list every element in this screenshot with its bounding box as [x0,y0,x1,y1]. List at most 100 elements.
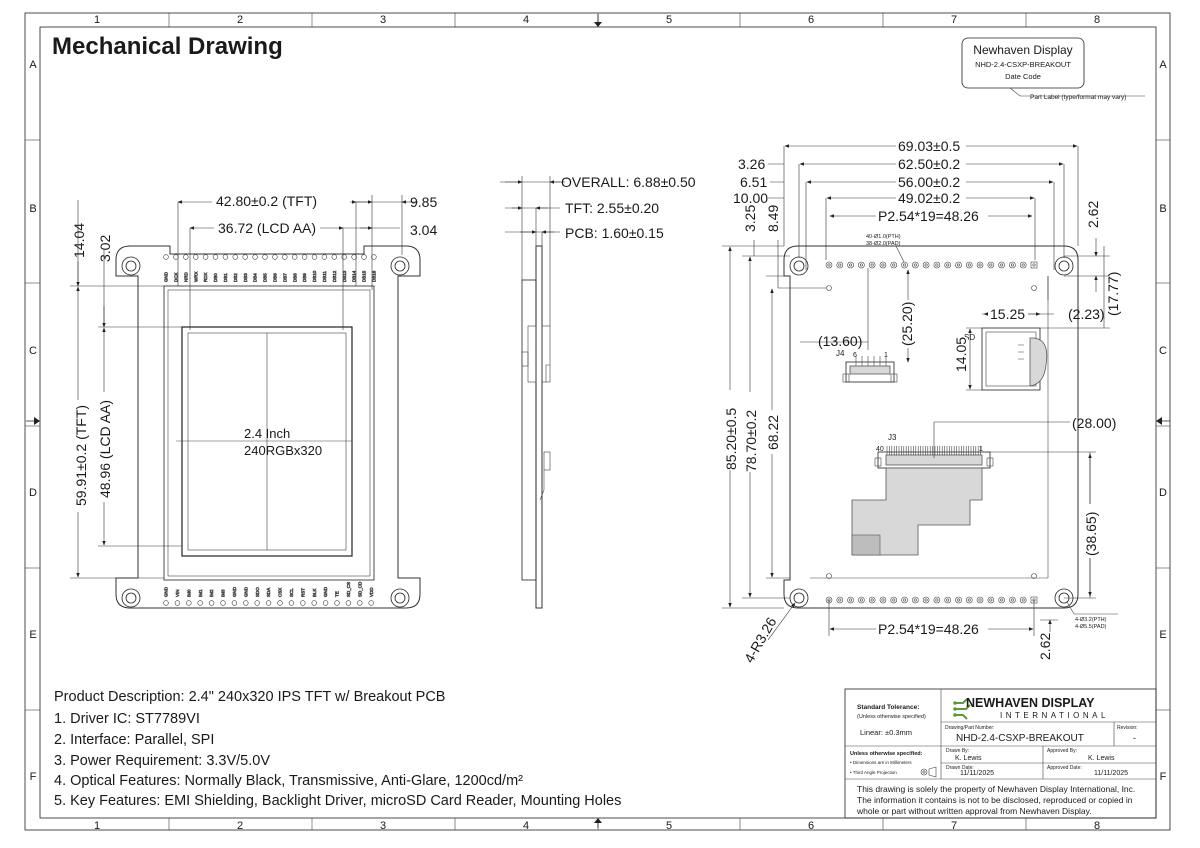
pin-label: VIN [175,589,180,597]
pin-hole [838,598,842,602]
pin-label: DB2 [233,273,238,282]
pin-label: DB6 [273,273,278,282]
pin-pad [345,600,352,606]
pin-pad [922,261,930,269]
projection-icon [920,766,937,778]
tb-drawing-number: NHD-2.4-CSXP-BREAKOUT [956,733,1084,744]
tb-drawn-by-label: Drawn By: [946,748,969,754]
pin-pad [357,600,363,606]
description-item: 3. Power Requirement: 3.3V/5.0V [54,753,270,769]
pin-pad [371,254,377,260]
pin-pad [265,600,272,606]
front-dim-tft-height: 59.91±0.2 (TFT) [73,405,89,506]
side-dim-tft: TFT: 2.55±0.20 [565,200,659,216]
pin-label: DB16 [372,270,377,282]
rear-dim-w4: 49.02±0.2 [898,190,960,206]
grid-row-label: C [29,345,37,357]
front-dim-left-2: 3.02 [97,235,113,262]
pin-pad [183,254,189,260]
grid-row-label: A [29,59,37,71]
rear-mount-note-2: 4-Ø5.5(PAD) [1075,624,1107,630]
pin-hole [935,263,939,267]
pin-hole [1010,263,1014,267]
side-dim-pcb: PCB: 1.60±0.15 [565,225,664,241]
grid-column-label: 3 [380,820,386,832]
pin-pad [836,261,844,269]
grid-column-label: 8 [1094,14,1100,26]
pin-label: DB4 [253,273,258,282]
pin-hole [1000,598,1004,602]
pin-label: IM3 [221,589,226,597]
pin-hole [913,598,917,602]
tb-revision: - [1133,733,1136,743]
part-label-number: NHD-2.4-CSXP-BREAKOUT [975,60,1071,69]
pin-pad [933,596,941,604]
pin-pad [208,600,215,606]
pin-pad [879,596,887,604]
product-description: Product Description: 2.4" 240x320 IPS TF… [54,689,621,809]
tb-note-mm: • Dimensions are in Millimeters [850,760,912,765]
grid-column-label: 5 [666,14,672,26]
pin-hole [924,598,928,602]
rear-hole-note-1: 40-Ø1.0(PTH) [866,234,901,240]
pin-pad [300,600,306,606]
rear-dim-b262: 2.62 [1037,633,1053,660]
pin-label: IM2 [209,589,214,597]
pin-pad [912,596,919,604]
pin-label: DB0 [213,273,218,282]
grid-column-label: 4 [523,820,529,832]
pin-pad [292,254,298,260]
pin-hole [978,598,982,602]
pin-hole [956,598,960,602]
pin-pad [1030,261,1038,269]
rear-dim-2520: (25.20) [899,302,915,346]
tb-drawn-by: K. Lewis [955,755,982,762]
pin-pad [163,254,169,260]
pin-pad [193,254,199,260]
pin-pad [301,254,308,260]
sheet-frame [24,12,1171,831]
tb-unless: (Unless otherwise specified) [857,714,926,720]
pin-pad [212,254,219,260]
pin-pad [987,261,995,269]
pin-hole [924,263,928,267]
grid-column-label: 3 [380,14,386,26]
rear-dim-1405: 14.05 [953,337,969,372]
j4-label: J4 [836,349,845,358]
part-label-brand: Newhaven Display [973,43,1072,57]
pin-pad [965,596,973,604]
rear-mount-note-1: 4-Ø3.2(PTH) [1075,617,1107,623]
pin-pad [252,254,258,260]
pin-pad [311,254,318,260]
tb-drawn-date-label: Drawn Date: [946,765,974,771]
description-heading: Product Description: 2.4" 240x320 IPS TF… [54,689,445,705]
pin-pad [197,600,203,606]
grid-row-label: D [29,487,37,499]
j3-label: J3 [888,433,897,442]
grid-column-label: 8 [1094,820,1100,832]
pin-pad [277,600,283,606]
tb-property-3: whole or part without written approval f… [856,806,1092,816]
pin-pad [858,261,865,269]
grid-row-label: D [1159,487,1167,499]
pin-pad [322,600,329,606]
grid-column-label: 2 [237,14,243,26]
pin-label: DB8 [292,273,297,282]
rear-dim-pitch-top: P2.54*19=48.26 [878,208,979,224]
pin-label: DB11 [322,271,327,282]
tb-drawn-date: 11/11/2025 [960,770,994,777]
page-title: Mechanical Drawing [52,33,283,60]
tb-drawing-label: Drawing/Part Number: [945,725,994,731]
pin-pad [272,254,278,260]
pin-pad [868,596,876,604]
pin-pad [311,600,317,606]
newhaven-logo: NEWHAVEN DISPLAY INTERNATIONAL [953,696,1109,720]
pin-pad [243,600,249,606]
logo-bottom-text: INTERNATIONAL [1000,711,1109,720]
grid-row-label: C [1159,345,1167,357]
front-dim-tft-width: 42.80±0.2 (TFT) [216,193,317,209]
pin-pad [231,600,238,606]
pin-pad [976,261,984,269]
pin-pad [368,600,374,606]
grid-column-label: 5 [666,820,672,832]
